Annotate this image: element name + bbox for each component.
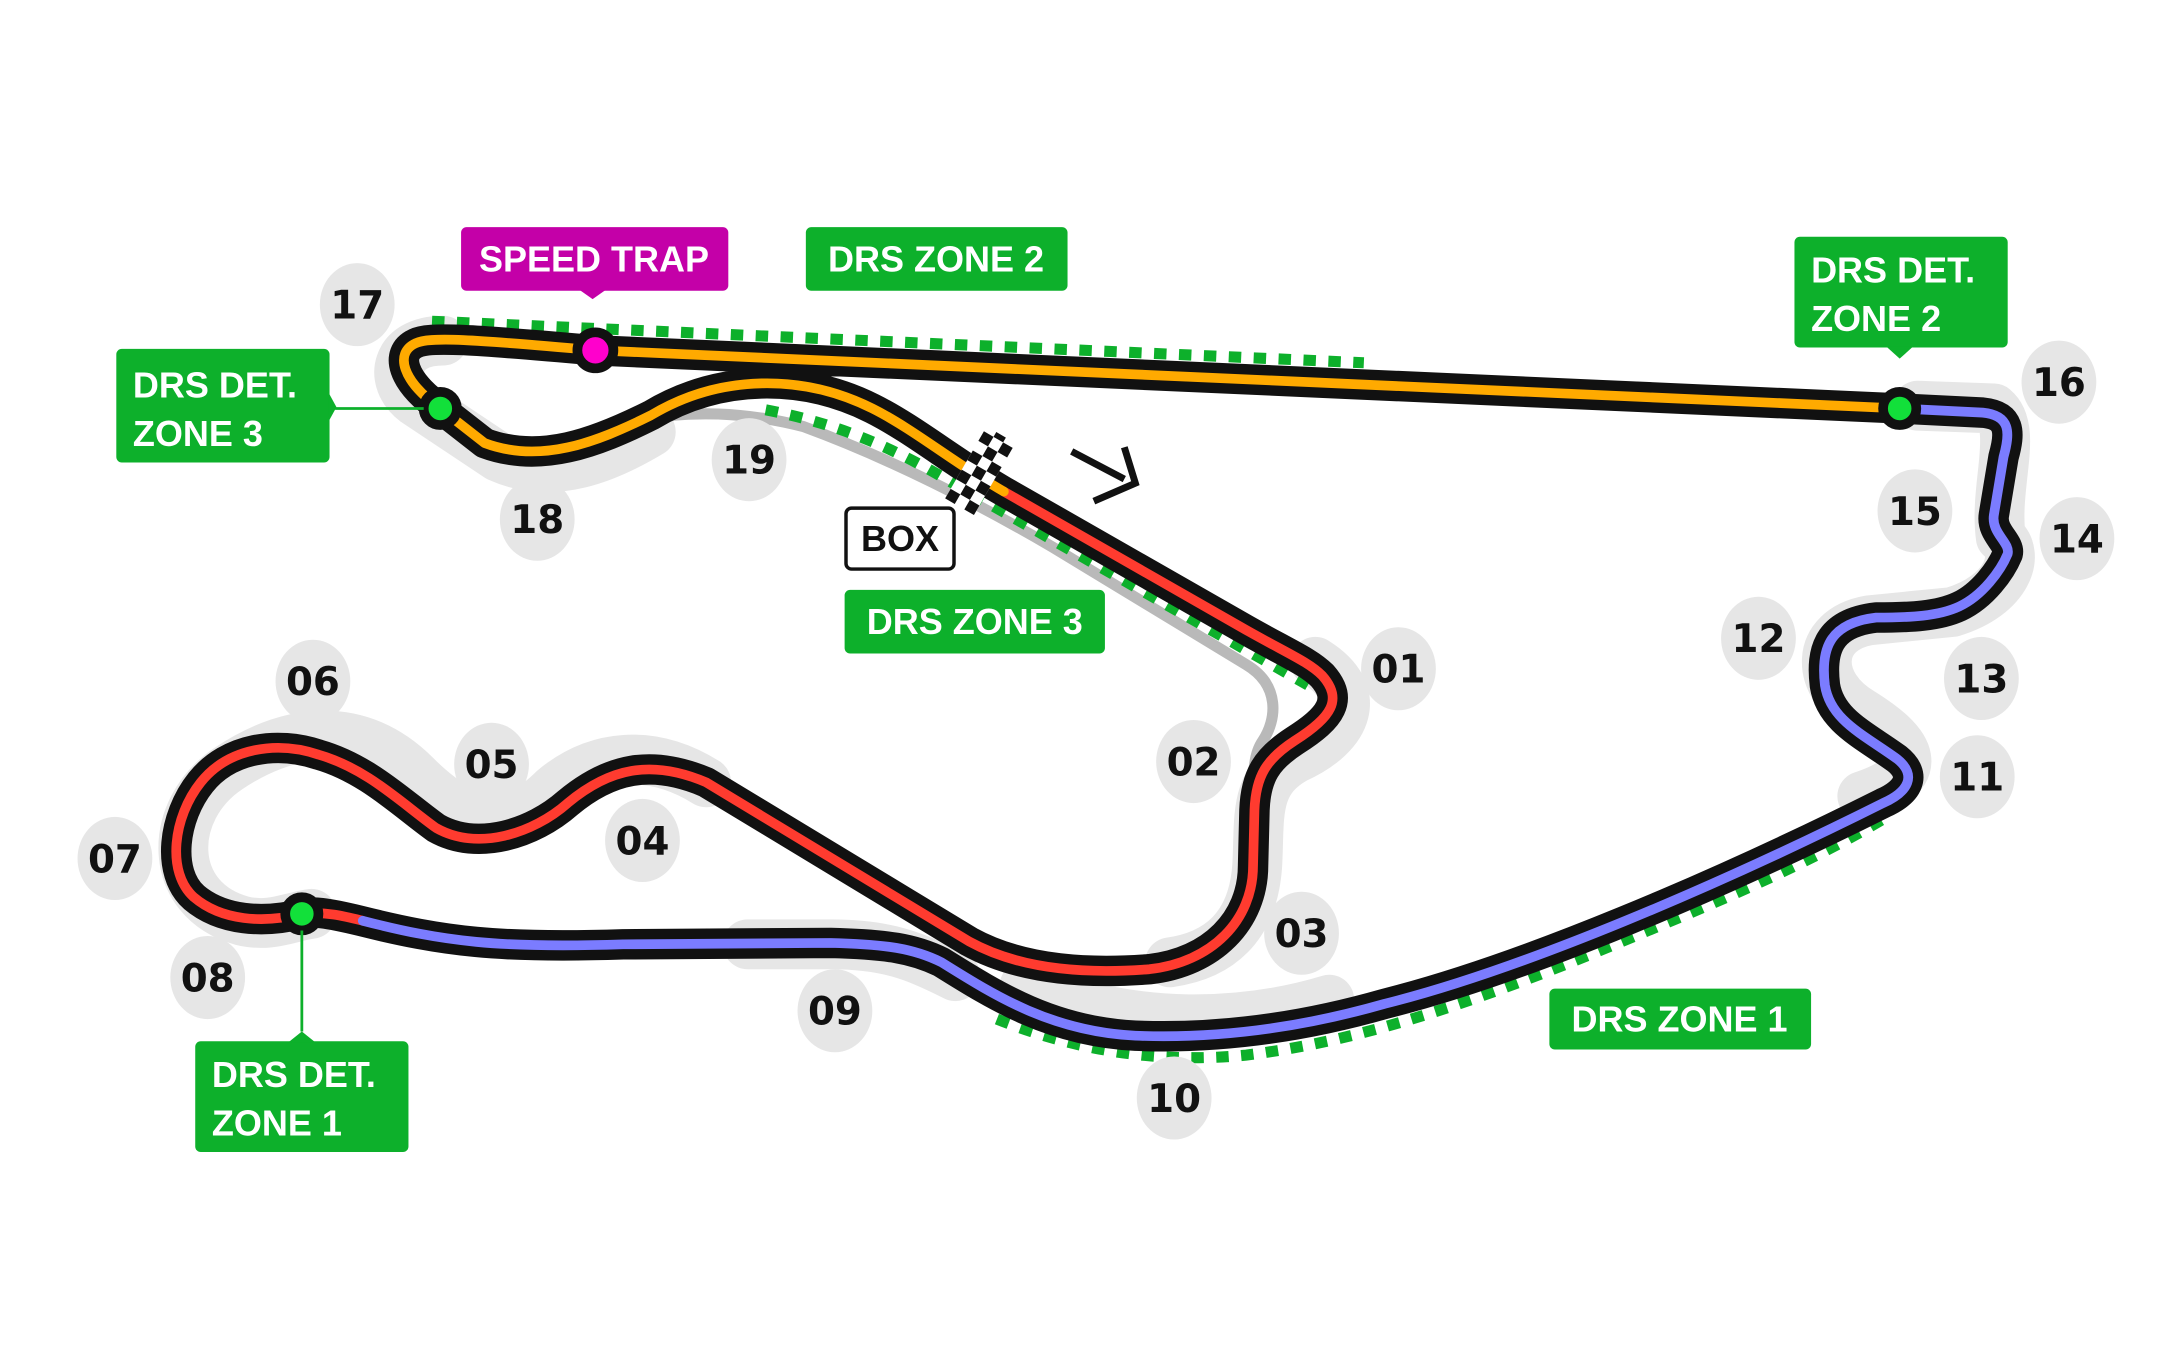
drs-zone-2-label: DRS ZONE 2 xyxy=(805,227,1068,291)
corner-11: 11 xyxy=(1939,735,2015,819)
corner-number: 06 xyxy=(286,660,340,705)
drs-zone-1-label: DRS ZONE 1 xyxy=(1549,988,1812,1050)
corner-bubble xyxy=(1361,627,1436,711)
speed-trap-dot xyxy=(572,327,619,374)
corner-number: 09 xyxy=(808,990,862,1035)
direction-arrow-icon xyxy=(1070,446,1140,505)
drs-det-3-line1: DRS DET. xyxy=(133,364,297,405)
corner-bubble xyxy=(1136,1056,1212,1140)
corner-16: 16 xyxy=(2021,340,2097,424)
corner-bubble xyxy=(711,418,787,502)
corner-bubble xyxy=(1264,891,1339,975)
sector-3 xyxy=(399,334,1905,497)
corner-number: 12 xyxy=(1731,617,1785,662)
drs-zone-1-text: DRS ZONE 1 xyxy=(1572,999,1788,1040)
drs-det-3-line2: ZONE 3 xyxy=(133,413,263,454)
sector-1 xyxy=(171,486,1338,976)
sector-2 xyxy=(357,403,2013,1042)
corner-12: 12 xyxy=(1721,596,1796,680)
corner-bubble xyxy=(1877,469,1953,553)
pit-box-label: BOX xyxy=(844,506,956,571)
speed-trap-label: SPEED TRAP xyxy=(461,227,729,300)
corner-number: 01 xyxy=(1371,648,1425,693)
corner-03: 03 xyxy=(1264,891,1339,975)
drs-det-2-line1: DRS DET. xyxy=(1811,249,1975,290)
drs-zone-3-line xyxy=(764,404,1312,691)
corner-number: 02 xyxy=(1167,740,1221,785)
corner-07: 07 xyxy=(77,816,153,900)
corner-14: 14 xyxy=(2039,497,2115,581)
drs-detection-2-dot xyxy=(1878,387,1922,430)
leader-lines xyxy=(300,407,424,1032)
drs-det-1-line2: ZONE 1 xyxy=(212,1102,342,1143)
corner-01: 01 xyxy=(1361,627,1436,711)
drs-zone-3-label: DRS ZONE 3 xyxy=(844,589,1105,654)
corner-bubble xyxy=(1944,636,2019,720)
drs-det-3-label: DRS DET. ZONE 3 xyxy=(116,348,337,463)
corner-08: 08 xyxy=(170,936,246,1020)
drs-zone-2-line xyxy=(431,315,1365,369)
corner-number: 03 xyxy=(1275,912,1329,957)
corner-06: 06 xyxy=(275,639,351,723)
corner-number: 05 xyxy=(465,743,519,788)
corner-bubble xyxy=(454,722,529,806)
corner-bubble xyxy=(605,798,680,882)
corner-bubble xyxy=(319,263,395,347)
pit-box-text: BOX xyxy=(861,518,939,559)
drs-zone-1-line xyxy=(994,809,1895,1064)
drs-detection-3-dot xyxy=(418,387,462,430)
drs-det-2-line2: ZONE 2 xyxy=(1811,298,1941,339)
corner-number: 07 xyxy=(88,837,142,882)
corner-numbers: 01 02 03 04 05 06 07 08 09 10 11 12 13 14 15 16 17 18 19 xyxy=(77,263,2115,1140)
runoff-10 xyxy=(999,960,1355,1045)
corner-05: 05 xyxy=(454,722,529,806)
drs-zone-3-text: DRS ZONE 3 xyxy=(867,601,1083,642)
corner-number: 18 xyxy=(510,498,564,543)
corner-15: 15 xyxy=(1877,469,1953,553)
corner-17: 17 xyxy=(319,263,395,347)
corner-bubble xyxy=(2021,340,2097,424)
corner-bubble xyxy=(275,639,351,723)
corner-number: 17 xyxy=(330,283,384,328)
corner-number: 15 xyxy=(1888,490,1942,535)
corner-number: 16 xyxy=(2032,361,2086,406)
corner-number: 14 xyxy=(2050,517,2104,562)
markers xyxy=(280,327,1922,936)
corner-bubble xyxy=(170,936,246,1020)
corner-number: 10 xyxy=(1147,1077,1201,1122)
corner-bubble xyxy=(2039,497,2115,581)
corner-19: 19 xyxy=(711,418,787,502)
runoff-areas xyxy=(158,315,2035,1045)
corner-04: 04 xyxy=(605,798,680,882)
corner-18: 18 xyxy=(499,477,575,561)
pit-lane xyxy=(617,408,1279,802)
corner-number: 08 xyxy=(181,956,235,1001)
corner-number: 13 xyxy=(1954,657,2008,702)
corner-bubble xyxy=(77,816,153,900)
corner-number: 19 xyxy=(722,439,776,484)
checkered-flag-icon xyxy=(945,426,1016,516)
corner-02: 02 xyxy=(1156,720,1231,804)
corner-bubble xyxy=(797,969,873,1053)
drs-det-1-line1: DRS DET. xyxy=(212,1054,376,1095)
corner-number: 04 xyxy=(615,819,669,864)
corner-13: 13 xyxy=(1944,636,2019,720)
speed-trap-text: SPEED TRAP xyxy=(479,238,709,279)
drs-detection-1-dot xyxy=(280,892,324,936)
corner-bubble xyxy=(1721,596,1796,680)
corner-09: 09 xyxy=(797,969,873,1053)
drs-det-1-label: DRS DET. ZONE 1 xyxy=(195,1031,409,1152)
drs-zone-2-text: DRS ZONE 2 xyxy=(828,238,1044,279)
corner-10: 10 xyxy=(1136,1056,1212,1140)
drs-det-2-label: DRS DET. ZONE 2 xyxy=(1794,236,2008,359)
corner-bubble xyxy=(1156,720,1231,804)
corner-bubble xyxy=(1939,735,2015,819)
corner-number: 11 xyxy=(1950,756,2004,801)
sectors xyxy=(171,334,2013,1042)
corner-bubble xyxy=(499,477,575,561)
drs-zone-lines xyxy=(431,315,1895,1064)
